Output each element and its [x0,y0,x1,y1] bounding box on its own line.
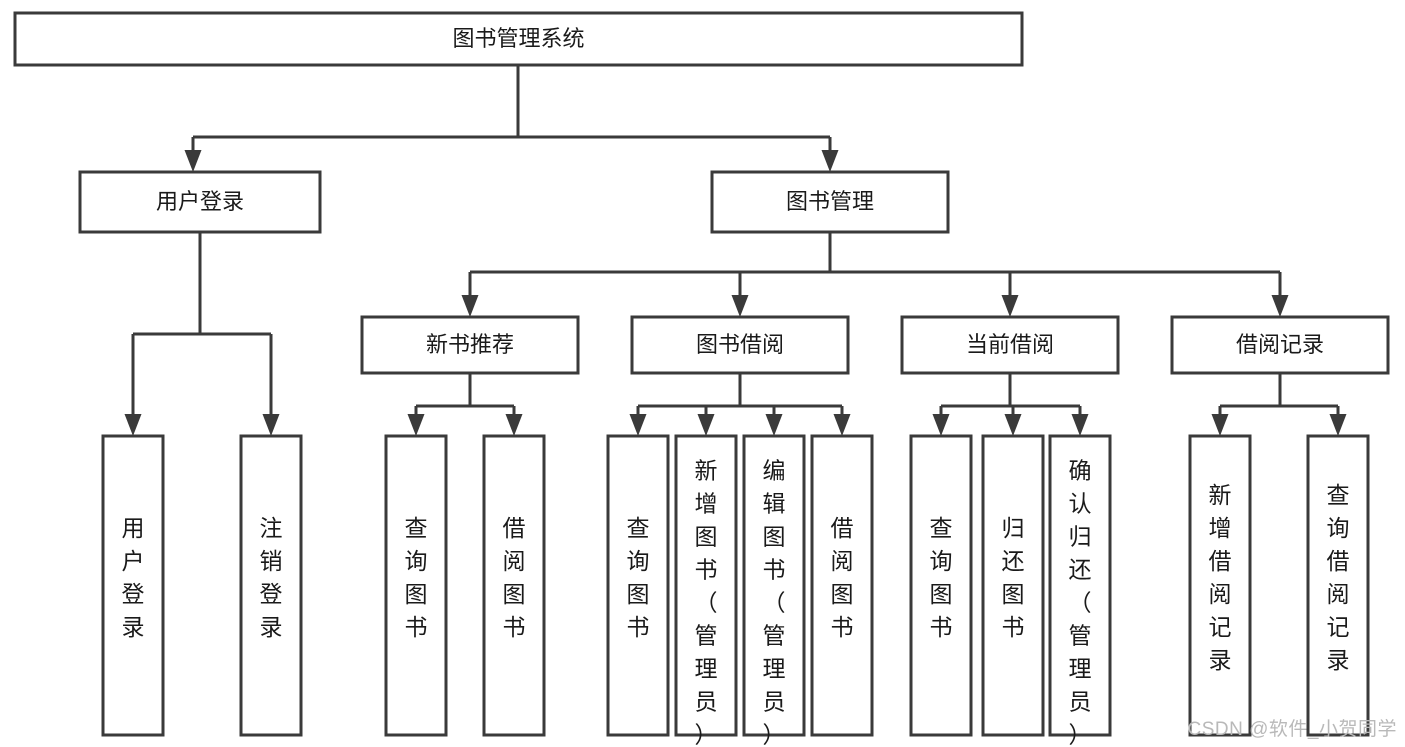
node-level3-当前借阅[interactable]: 当前借阅 [900,315,1120,375]
node-box [1188,434,1252,737]
node-label: 注销登录 [260,515,283,640]
node-leaf-查询图书[interactable]: 查询图书 [606,434,670,737]
connector-root-to-level2 [184,65,839,172]
connectors-layer [124,65,1347,436]
node-leaf-借阅图书[interactable]: 借阅图书 [482,434,546,737]
node-box [13,11,1024,67]
node-label: 新书推荐 [426,332,514,357]
node-box [78,170,322,234]
node-label: 借阅记录 [1236,332,1324,357]
node-label: 图书借阅 [696,332,784,357]
node-box [1306,434,1370,737]
node-root-图书管理系统[interactable]: 图书管理系统 [13,11,1024,67]
node-leaf-编辑图书管理员[interactable]: 编辑图书（管理员） [742,434,806,747]
node-level2-用户登录[interactable]: 用户登录 [78,170,322,234]
node-label: 查询图书 [405,515,428,640]
node-leaf-确认归还管理员[interactable]: 确认归还（管理员） [1048,434,1112,747]
connector-current-to-leaves [932,373,1089,436]
node-box [384,434,448,737]
node-label: 图书管理 [786,189,874,214]
node-label: 查询借阅记录 [1327,482,1350,673]
node-leaf-借阅图书[interactable]: 借阅图书 [810,434,874,737]
node-label: 用户登录 [156,189,244,214]
node-box [482,434,546,737]
nodes-layer: 图书管理系统用户登录图书管理新书推荐图书借阅当前借阅借阅记录用户登录注销登录查询… [13,11,1390,747]
node-box [630,315,850,375]
node-label: 借阅图书 [503,515,526,640]
node-leaf-注销登录[interactable]: 注销登录 [239,434,303,737]
node-label: 新增图书（管理员） [695,458,718,747]
node-box [1048,434,1112,737]
node-leaf-查询图书[interactable]: 查询图书 [384,434,448,737]
node-label: 确认归还（管理员） [1069,458,1092,747]
node-box [606,434,670,737]
node-box [710,170,950,234]
node-box [101,434,165,737]
node-level3-借阅记录[interactable]: 借阅记录 [1170,315,1390,375]
node-label: 图书管理系统 [452,26,584,51]
node-label: 借阅图书 [831,515,854,640]
connector-borrow-to-leaves [629,373,851,436]
connector-newbook-to-leaves [407,373,523,436]
node-label: 查询图书 [930,515,953,640]
node-level2-图书管理[interactable]: 图书管理 [710,170,950,234]
node-level3-图书借阅[interactable]: 图书借阅 [630,315,850,375]
node-leaf-用户登录[interactable]: 用户登录 [101,434,165,737]
node-leaf-归还图书[interactable]: 归还图书 [981,434,1045,737]
node-label: 编辑图书（管理员） [763,458,786,747]
node-level3-新书推荐[interactable]: 新书推荐 [360,315,580,375]
node-leaf-新增借阅记录[interactable]: 新增借阅记录 [1188,434,1252,737]
connector-bookmgmt-to-level3 [461,232,1289,317]
node-box [239,434,303,737]
node-box [909,434,973,737]
node-label: 用户登录 [122,515,145,640]
node-box [810,434,874,737]
node-box [900,315,1120,375]
node-label: 当前借阅 [966,332,1054,357]
node-label: 查询图书 [627,515,650,640]
node-leaf-查询借阅记录[interactable]: 查询借阅记录 [1306,434,1370,737]
node-label: 新增借阅记录 [1209,482,1232,673]
connector-userlogin-to-leaves [124,232,280,436]
node-box [742,434,806,737]
node-box [1170,315,1390,375]
node-box [674,434,738,737]
node-leaf-查询图书[interactable]: 查询图书 [909,434,973,737]
node-box [981,434,1045,737]
connector-record-to-leaves [1211,373,1347,436]
node-label: 归还图书 [1002,515,1025,640]
node-leaf-新增图书管理员[interactable]: 新增图书（管理员） [674,434,738,747]
node-box [360,315,580,375]
